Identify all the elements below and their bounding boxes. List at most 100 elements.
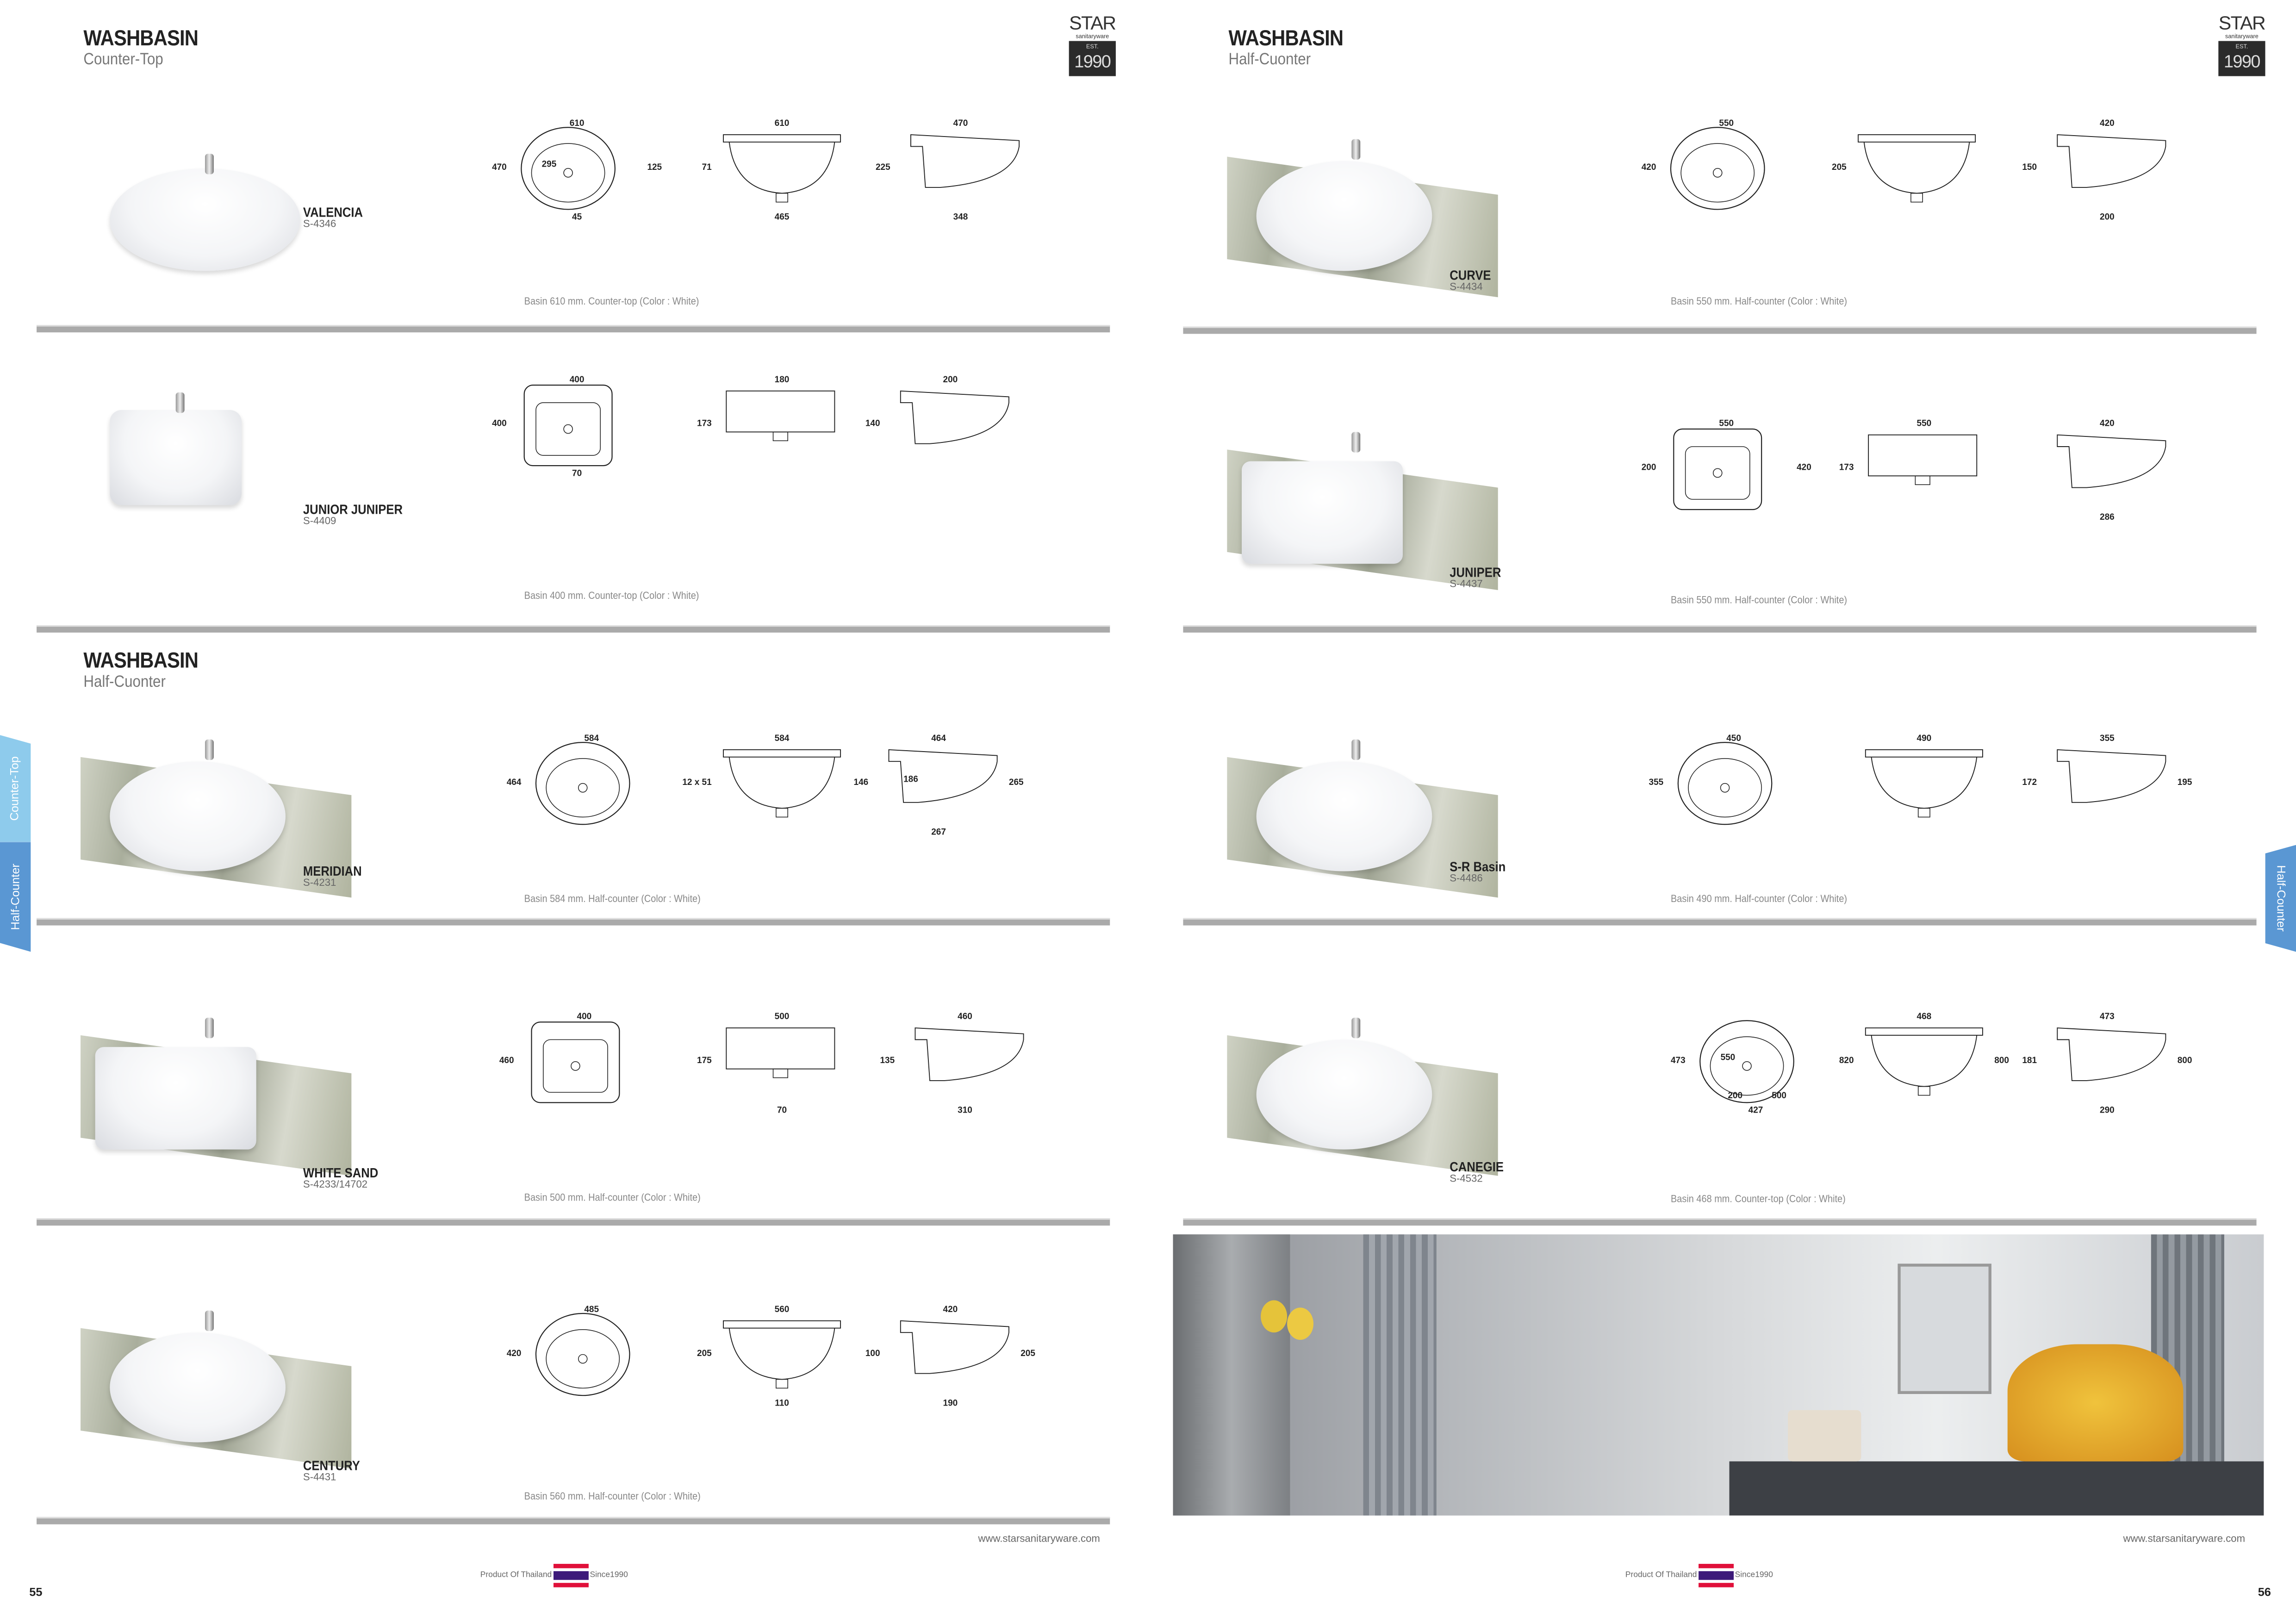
product-photo [73, 1303, 352, 1479]
dimension-label: 200 [943, 375, 958, 385]
bathroom-photo [1173, 1234, 2264, 1516]
dimension-label: 550 [1719, 118, 1734, 128]
product-photo [73, 381, 330, 557]
brand-logo: STAR sanitaryware EST.1990 [2218, 13, 2266, 76]
product-photo [1220, 425, 1498, 601]
made-label: Product Of Thailand [1625, 1571, 1697, 1580]
product-photo [73, 132, 330, 308]
product-photo [1220, 1010, 1498, 1186]
product-name: JUNIPER [1450, 565, 1501, 580]
product-code: S-4437 [1450, 579, 1483, 591]
dimension-label: 400 [492, 419, 507, 429]
brand-logo: STAR sanitaryware EST.1990 [1069, 13, 1116, 76]
divider-bar [37, 325, 1110, 333]
logo-year: 1990 [2223, 51, 2261, 72]
dimension-label: 464 [507, 778, 522, 787]
divider-bar [1183, 1218, 2257, 1226]
technical-drawing-square: 550 200 420 [1642, 417, 1811, 535]
since-label: Since1990 [590, 1571, 628, 1580]
page-number: 56 [2258, 1586, 2271, 1599]
since-label: Since1990 [1735, 1571, 1773, 1580]
technical-drawing-square: 400 460 [499, 1010, 652, 1127]
dimension-label: 180 [775, 375, 790, 385]
dimension-label: 286 [2100, 512, 2115, 522]
tab-half-counter[interactable]: Half-Counter [0, 842, 31, 952]
logo-year: 1990 [1074, 51, 1111, 72]
dimension-label: 468 [1917, 1012, 1932, 1021]
thai-flag-icon [553, 1564, 589, 1587]
dimension-label: 12 x 51 [682, 778, 712, 787]
dimension-label: 400 [577, 1012, 592, 1021]
dimension-label: 560 [775, 1305, 790, 1314]
divider-bar [1183, 625, 2257, 633]
dimension-label: 490 [1917, 734, 1932, 743]
dimension-label: 295 [542, 160, 557, 169]
made-label: Product Of Thailand [480, 1571, 552, 1580]
dimension-label: 146 [854, 778, 869, 787]
technical-drawing-bowl: 490 [1860, 732, 1991, 849]
dimension-label: 200 [1642, 463, 1656, 473]
dimension-label: 100 [865, 1349, 880, 1358]
technical-drawing-oval: 610 470 45 125 295 [492, 117, 662, 234]
dimension-label: 200 [1728, 1091, 1742, 1101]
product-code: S-4532 [1450, 1174, 1483, 1185]
product-name: VALENCIA [303, 205, 363, 220]
dimension-label: 420 [2100, 118, 2115, 128]
technical-drawing-bowl: 205 [1832, 117, 1984, 234]
dimension-label: 465 [775, 212, 790, 222]
product-caption: Basin 610 mm. Counter-top (Color : White… [524, 297, 699, 308]
section-title: WASHBASIN [1228, 26, 1344, 51]
section-title: WASHBASIN [83, 26, 199, 51]
page-number: 55 [29, 1586, 43, 1599]
product-name: WHITE SAND [303, 1165, 379, 1181]
dimension-label: 71 [702, 162, 712, 172]
dimension-label: 45 [572, 212, 582, 222]
dimension-label: 470 [953, 118, 968, 128]
product-of-thailand: Product Of Thailand Since1990 [480, 1564, 628, 1587]
dimension-label: 400 [570, 375, 585, 385]
dimension-label: 200 [2100, 212, 2115, 222]
dimension-label: 500 [1772, 1091, 1786, 1101]
dimension-label: 420 [507, 1349, 522, 1358]
website-url[interactable]: www.starsanitaryware.com [978, 1534, 1100, 1545]
tab-half-counter-right[interactable]: Half-Counter [2265, 845, 2296, 952]
product-photo [1220, 132, 1498, 308]
logo-tagline: sanitaryware [1076, 32, 1109, 40]
dimension-label: 550 [1917, 419, 1932, 429]
tab-counter-top[interactable]: Counter-Top [0, 735, 31, 842]
dimension-label: 473 [2100, 1012, 2115, 1021]
dimension-label: 550 [1719, 419, 1734, 429]
section-subtitle: Half-Cuonter [1228, 51, 1311, 69]
dimension-label: 140 [865, 419, 880, 429]
dimension-label: 186 [903, 775, 918, 784]
dimension-label: 460 [499, 1056, 514, 1065]
dimension-label: 125 [647, 162, 662, 172]
product-name: MERIDIAN [303, 864, 362, 879]
divider-bar [37, 1517, 1110, 1524]
dimension-label: 420 [1797, 463, 1811, 473]
dimension-label: 470 [492, 162, 507, 172]
product-caption: Basin 500 mm. Half-counter (Color : Whit… [524, 1193, 701, 1204]
product-photo [73, 732, 352, 908]
section-title: WASHBASIN [83, 648, 199, 674]
dimension-label: 800 [2178, 1056, 2192, 1065]
tab-label: Half-Counter [9, 864, 22, 930]
dimension-label: 205 [697, 1349, 712, 1358]
website-url[interactable]: www.starsanitaryware.com [2123, 1534, 2246, 1545]
thai-flag-icon [1698, 1564, 1734, 1587]
dimension-label: 610 [570, 118, 585, 128]
logo-est: EST. [2235, 42, 2248, 50]
